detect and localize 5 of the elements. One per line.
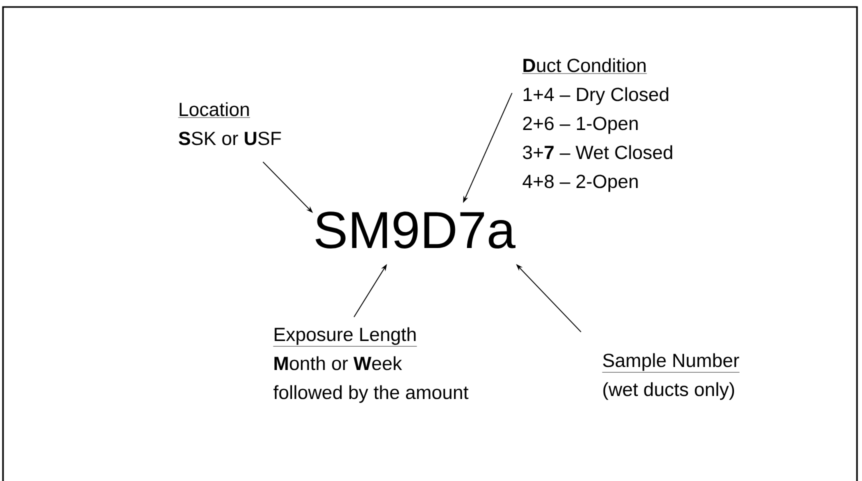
code-label: SM9D7a (316, 212, 516, 248)
text-block: Location SSK or USF (178, 102, 281, 146)
text-block: Sample Number (wet ducts only) (602, 353, 740, 400)
text-block: Duct Condition 1+4 – Dry Closed 2+6 – 1-Open 3+7 – Wet Closed 4+8 – 2-Open (522, 58, 672, 192)
text-block: Exposure Length Month or Week followed by the amount (273, 327, 468, 403)
